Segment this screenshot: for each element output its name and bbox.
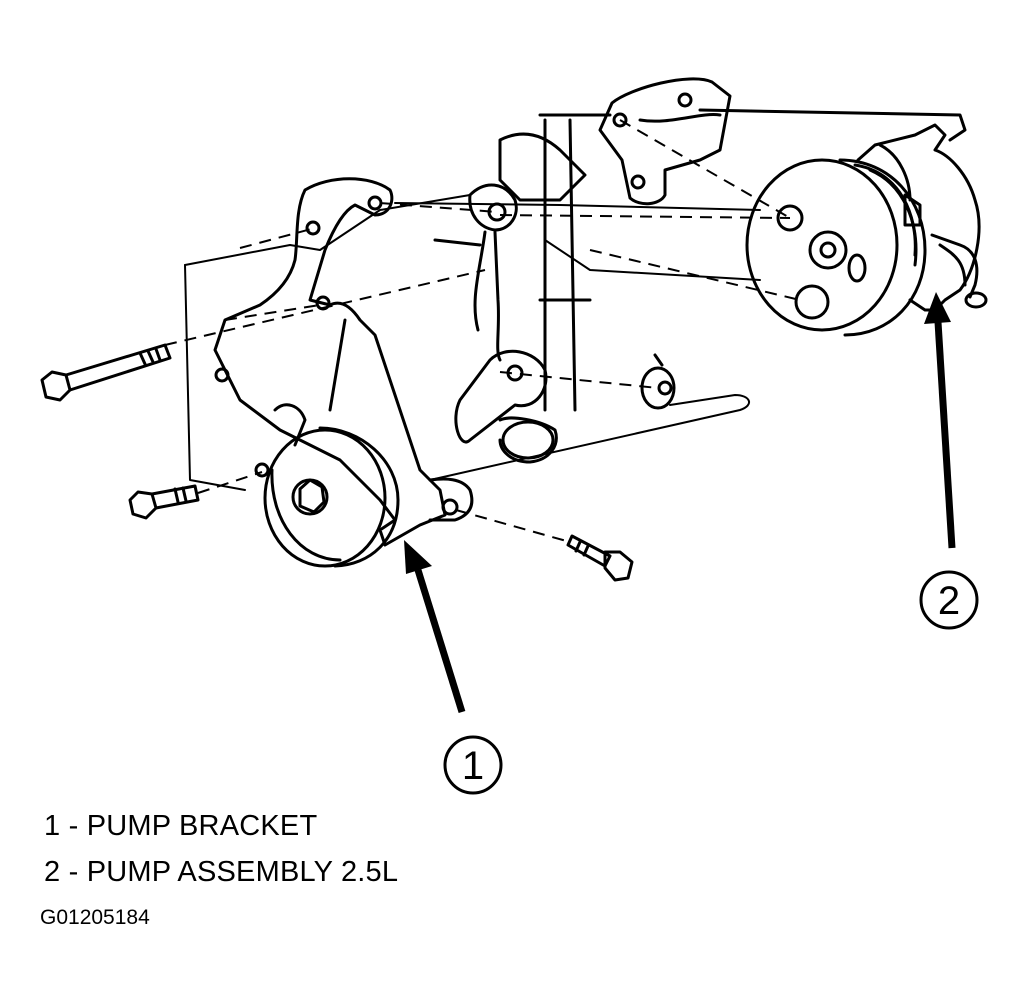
legend-item-pump-assembly: 2 - PUMP ASSEMBLY 2.5L — [44, 856, 399, 888]
idler-pulley — [263, 426, 400, 568]
callout-2-label: 2 — [938, 579, 960, 623]
upper-engine-bracket — [538, 77, 967, 412]
short-bolt-right — [566, 534, 634, 582]
short-bolt-left — [128, 484, 200, 520]
callout-2: 2 — [919, 570, 979, 630]
stud-nut — [640, 353, 676, 410]
long-bolt — [40, 343, 172, 402]
callout-arrow-1 — [404, 540, 466, 714]
alignment-lines — [164, 119, 801, 543]
assembly-outline — [184, 194, 761, 491]
legend-item-pump-bracket: 1 - PUMP BRACKET — [44, 810, 318, 842]
figure-id: G01205184 — [40, 906, 150, 929]
pump-assembly — [745, 123, 988, 337]
engine-mounting-web — [433, 132, 592, 464]
callout-1-label: 1 — [462, 744, 484, 788]
callout-1: 1 — [443, 735, 503, 795]
callout-arrow-2 — [924, 292, 956, 549]
pump-bracket — [213, 177, 474, 547]
